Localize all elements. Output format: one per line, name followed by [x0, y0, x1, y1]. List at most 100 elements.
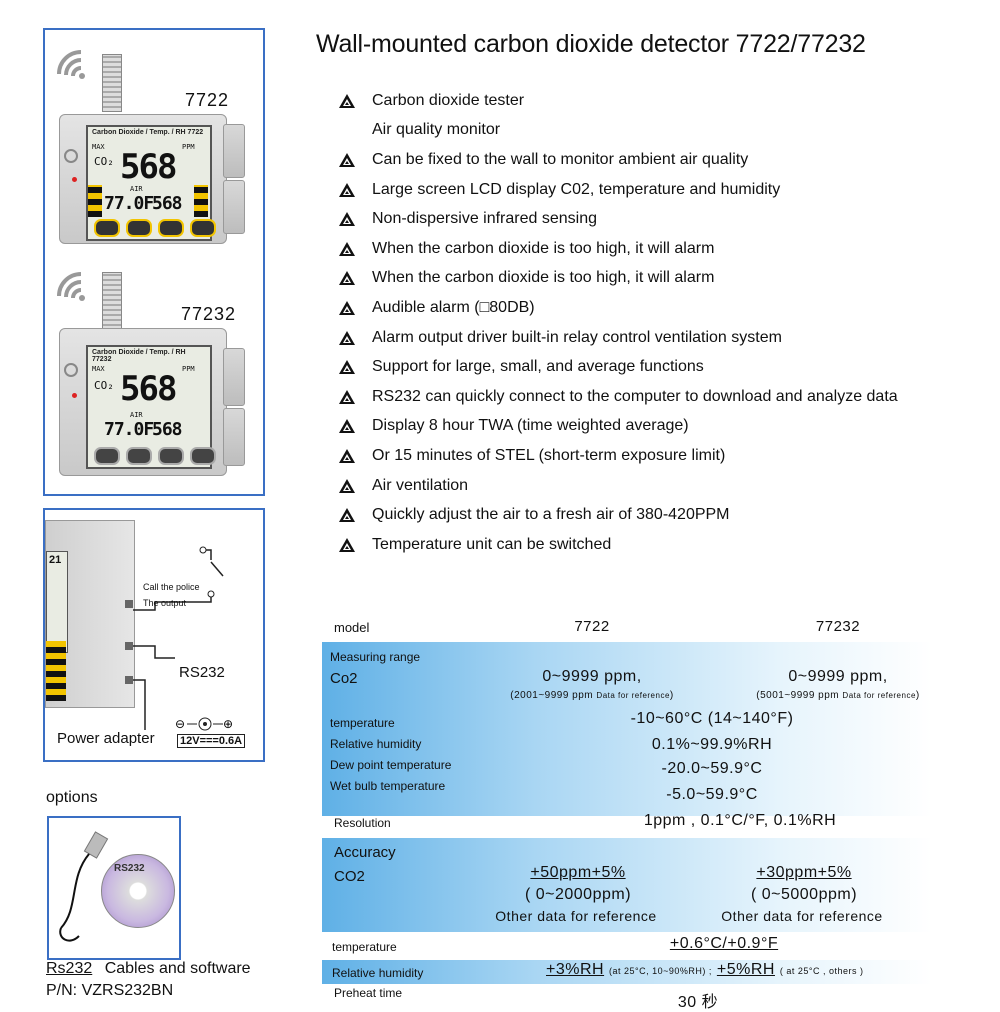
feature-item: Display 8 hour TWA (time weighted averag… — [338, 412, 898, 442]
sensor-probe — [102, 54, 122, 112]
device-77232: Carbon Dioxide / Temp. / RH 77232 MAX PP… — [59, 328, 227, 476]
lcd-header: Carbon Dioxide / Temp. / RH 7722 — [92, 129, 204, 136]
accuracy-temp-label: temperature — [332, 940, 397, 954]
feature-item: When the carbon dioxide is too high, it … — [338, 234, 898, 264]
paren: ) — [915, 690, 920, 701]
accuracy-rh-1: +3%RH — [546, 961, 605, 978]
co2-label: Co2 — [330, 670, 358, 687]
lcd-max: MAX — [92, 143, 105, 151]
device-7722: Carbon Dioxide / Temp. / RH 7722 MAX PPM… — [59, 114, 227, 244]
warning-triangle-icon — [338, 182, 372, 198]
rh-range: 0.1%~99.9%RH — [651, 736, 773, 753]
feature-text: RS232 can quickly connect to the compute… — [372, 387, 898, 405]
accuracy-rh-row: Relative humidity +3%RH (at 25°C, 10~90%… — [322, 960, 932, 984]
warning-triangle-icon — [338, 389, 372, 405]
warning-triangle-icon — [338, 418, 372, 434]
svg-text:⊖: ⊖ — [175, 717, 185, 731]
warning-triangle-icon — [338, 359, 372, 375]
warning-triangle-icon — [338, 241, 372, 257]
rh-label: Relative humidity — [330, 737, 422, 751]
wifi-dot-icon — [64, 363, 78, 377]
option-item: Rs232 Cables and software — [46, 960, 251, 978]
device-side-block — [223, 408, 245, 466]
lcd-stripe — [46, 641, 66, 701]
accuracy-rh-label: Relative humidity — [332, 966, 424, 980]
feature-text: Air quality monitor — [372, 121, 501, 139]
accuracy-temp-text: +0.6°C/+0.9°F — [669, 935, 779, 952]
wifi-icon — [57, 272, 85, 301]
rs232-cable-image — [59, 831, 109, 942]
output-label: The output — [143, 598, 187, 608]
lcd-temp: 77.0F — [104, 419, 154, 440]
lcd-temp: 77.0F — [104, 193, 154, 214]
col-7722: 7722 — [574, 618, 610, 635]
warning-triangle-icon — [338, 93, 372, 109]
device-button — [94, 219, 120, 237]
ref-note: Data for reference — [596, 691, 670, 700]
feature-item: Carbon dioxide tester — [338, 86, 898, 116]
device-button — [190, 219, 216, 237]
feature-item: RS232 can quickly connect to the compute… — [338, 382, 898, 412]
spec-header-row: model 7722 77232 — [322, 612, 932, 640]
device-side-block — [223, 124, 245, 178]
feature-item: When the carbon dioxide is too high, it … — [338, 264, 898, 294]
feature-item: Support for large, small, and average fu… — [338, 352, 898, 382]
feature-text: Can be fixed to the wall to monitor ambi… — [372, 150, 749, 168]
feature-item: Quickly adjust the air to a fresh air of… — [338, 500, 898, 530]
warning-triangle-icon — [338, 448, 372, 464]
rs232-port — [125, 642, 133, 650]
other-ref-77232: Other data for reference — [721, 908, 883, 924]
warning-triangle-icon — [338, 507, 372, 523]
page-title: Wall-mounted carbon dioxide detector 772… — [316, 30, 866, 58]
alarm-led — [72, 177, 77, 182]
lcd-stripe-right — [194, 185, 208, 217]
feature-text: When the carbon dioxide is too high, it … — [372, 269, 715, 287]
warning-triangle-icon — [338, 478, 372, 494]
feature-text: Air ventilation — [372, 476, 469, 494]
resolution-row: Resolution 1ppm , 0.1°C/°F, 0.1%RH — [322, 810, 932, 834]
accuracy-rh-2: +5%RH — [716, 961, 775, 978]
option-item-desc: Cables and software — [104, 960, 251, 977]
feature-text: Carbon dioxide tester — [372, 91, 525, 109]
software-cd: RS232 — [101, 854, 175, 928]
part-number: P/N: VZRS232BN — [46, 982, 174, 999]
power-spec: 12V===0.6A — [177, 734, 246, 748]
col-model: model — [334, 620, 370, 635]
lcd-air: AIR — [130, 411, 143, 419]
wet-range: -5.0~59.9°C — [666, 786, 758, 803]
model-label-7722: 7722 — [185, 90, 230, 110]
lcd-co2: CO₂ — [94, 155, 114, 168]
feature-item: Can be fixed to the wall to monitor ambi… — [338, 145, 898, 175]
warning-triangle-icon — [338, 270, 372, 286]
device-button — [158, 219, 184, 237]
feature-item: Or 15 minutes of STEL (short-term exposu… — [338, 441, 898, 471]
lcd-co2: CO₂ — [94, 379, 114, 392]
wifi-icon — [57, 50, 85, 79]
warning-triangle-icon — [338, 211, 372, 227]
device-button — [126, 219, 152, 237]
accuracy-label: Accuracy — [334, 844, 396, 861]
accuracy-block: Accuracy CO2 +50ppm+5% ( 0~2000ppm) Othe… — [322, 838, 932, 932]
feature-text: Audible alarm (□80DB) — [372, 298, 535, 316]
accuracy-7722-range: ( 0~2000ppm) — [524, 886, 632, 903]
wifi-dot-icon — [64, 149, 78, 163]
feature-item: Large screen LCD display C02, temperatur… — [338, 175, 898, 205]
device-side-block — [223, 348, 245, 406]
lcd-stripe-left — [88, 185, 102, 217]
lcd-max: MAX — [92, 365, 105, 373]
alarm-led — [72, 393, 77, 398]
warning-triangle-icon — [338, 330, 372, 346]
feature-item: Audible alarm (□80DB) — [338, 293, 898, 323]
feature-item: Air quality monitor — [338, 116, 898, 146]
warning-triangle-icon — [338, 300, 372, 316]
resolution-value: 1ppm , 0.1°C/°F, 0.1%RH — [643, 812, 837, 829]
model-label-77232: 77232 — [181, 304, 237, 324]
accuracy-temp-value: +0.6°C/+0.9°F — [670, 935, 778, 953]
feature-text: Or 15 minutes of STEL (short-term exposu… — [372, 446, 726, 464]
device-button — [190, 447, 216, 465]
co2-range-7722: 0~9999 ppm, — [542, 668, 642, 685]
device-button — [158, 447, 184, 465]
feature-text: Large screen LCD display C02, temperatur… — [372, 180, 781, 198]
feature-text: Display 8 hour TWA (time weighted averag… — [372, 417, 689, 435]
